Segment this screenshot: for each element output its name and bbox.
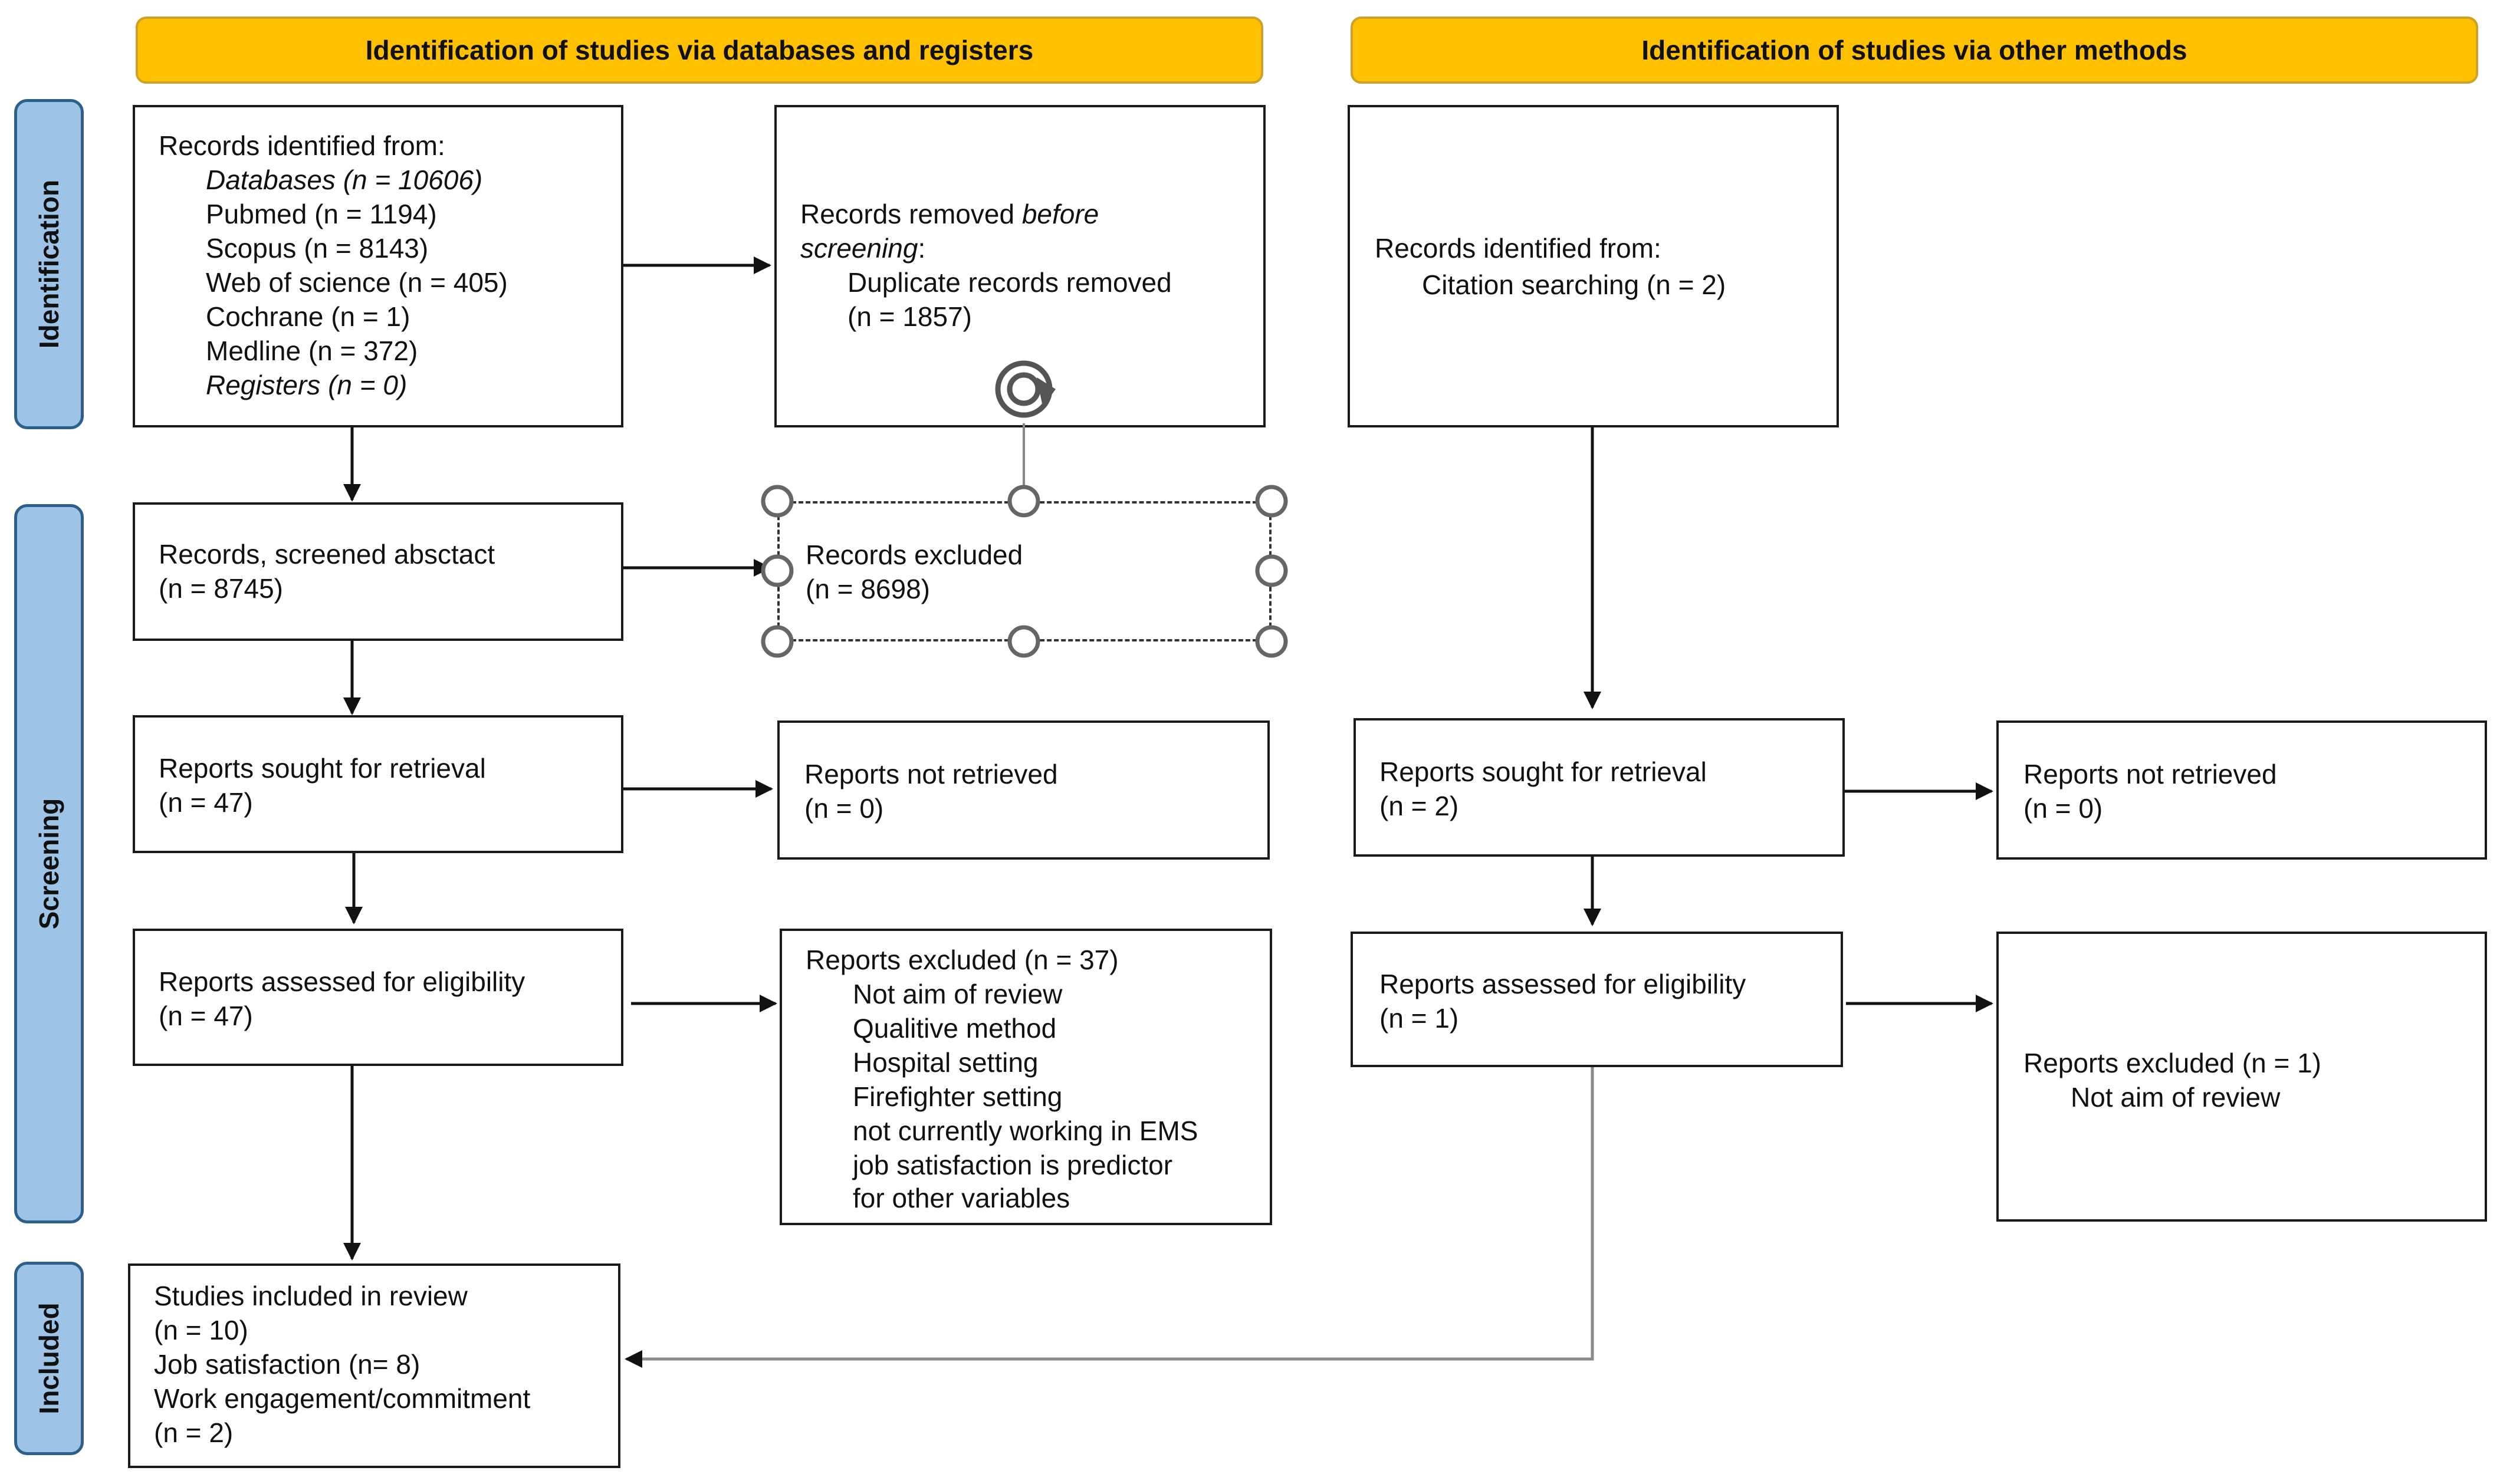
resize-handle-icon[interactable] xyxy=(1007,485,1040,518)
resize-handle-icon[interactable] xyxy=(1255,625,1288,658)
reports-not-retrieved-count: (n = 0) xyxy=(804,793,884,824)
reports-excluded-box: Reports excluded (n = 37) Not aim of rev… xyxy=(780,929,1272,1225)
records-excluded-label: Records excluded xyxy=(806,539,1023,570)
databases-count: Databases (n = 10606) xyxy=(206,164,483,195)
other-records-title: Records identified from: xyxy=(1375,233,1661,264)
phase-included: Included xyxy=(14,1262,84,1455)
phase-screening: Screening xyxy=(14,504,84,1223)
removed-title-part-c: screening xyxy=(800,233,918,264)
other-reports-not-retrieved-box: Reports not retrieved (n = 0) xyxy=(1996,720,2487,860)
exclusion-reason: Hospital setting xyxy=(853,1047,1039,1078)
exclusion-reason: Not aim of review xyxy=(853,979,1063,1009)
exclusion-reason: job satisfaction is predictor xyxy=(853,1150,1173,1180)
records-screened-count: (n = 8745) xyxy=(159,573,283,604)
included-line: (n = 2) xyxy=(154,1417,234,1448)
records-screened-box: Records, screened absctact (n = 8745) xyxy=(133,502,623,641)
included-line: Work engagement/commitment xyxy=(154,1383,531,1414)
header-other-methods: Identification of studies via other meth… xyxy=(1351,17,2478,84)
resize-handle-icon[interactable] xyxy=(761,485,794,518)
included-line: Job satisfaction (n= 8) xyxy=(154,1349,421,1380)
cochrane-count: Cochrane (n = 1) xyxy=(206,301,410,332)
exclusion-reason: Firefighter setting xyxy=(853,1081,1063,1112)
resize-handle-icon[interactable] xyxy=(1255,485,1288,518)
other-reports-sought-count: (n = 2) xyxy=(1379,791,1459,821)
reports-sought-count: (n = 47) xyxy=(159,787,253,818)
duplicates-removed-count: (n = 1857) xyxy=(847,301,972,332)
records-removed-title-2: screening: xyxy=(800,231,925,265)
duplicates-removed-label: Duplicate records removed xyxy=(847,267,1172,298)
header-other-label: Identification of studies via other meth… xyxy=(1641,35,2187,65)
medline-count: Medline (n = 372) xyxy=(206,335,418,366)
reports-assessed-box: Reports assessed for eligibility (n = 47… xyxy=(133,929,623,1066)
resize-handle-icon[interactable] xyxy=(1007,625,1040,658)
other-exclusion-reason: Not aim of review xyxy=(2071,1082,2281,1113)
header-databases-label: Identification of studies via databases … xyxy=(365,35,1034,65)
included-line: (n = 10) xyxy=(154,1315,248,1345)
other-reports-sought-box: Reports sought for retrieval (n = 2) xyxy=(1354,718,1845,857)
reports-sought-label: Reports sought for retrieval xyxy=(159,753,486,784)
removed-title-part-b: before xyxy=(1021,199,1099,229)
wos-count: Web of science (n = 405) xyxy=(206,267,508,298)
other-reports-excluded-title: Reports excluded (n = 1) xyxy=(2023,1048,2321,1078)
exclusion-reason: Qualitive method xyxy=(853,1013,1057,1044)
header-databases: Identification of studies via databases … xyxy=(136,17,1263,84)
records-excluded-count: (n = 8698) xyxy=(806,574,930,604)
other-reports-assessed-label: Reports assessed for eligibility xyxy=(1379,969,1746,999)
resize-handle-icon[interactable] xyxy=(1255,554,1288,587)
resize-handle-icon[interactable] xyxy=(761,554,794,587)
other-reports-assessed-count: (n = 1) xyxy=(1379,1003,1459,1034)
rotate-icon[interactable] xyxy=(995,360,1056,418)
removed-title-part-a: Records removed xyxy=(800,199,1022,229)
other-reports-sought-label: Reports sought for retrieval xyxy=(1379,756,1707,787)
records-identified-box: Records identified from: Databases (n = … xyxy=(133,105,623,427)
reports-not-retrieved-label: Reports not retrieved xyxy=(804,759,1058,789)
records-screened-label: Records, screened absctact xyxy=(159,539,495,570)
reports-excluded-title: Reports excluded (n = 37) xyxy=(806,945,1119,975)
removed-title-part-d: : xyxy=(918,233,926,264)
scopus-count: Scopus (n = 8143) xyxy=(206,233,429,264)
other-reports-excluded-box: Reports excluded (n = 1) Not aim of revi… xyxy=(1996,932,2487,1222)
records-removed-title: Records removed before xyxy=(800,197,1099,231)
citation-searching-count: Citation searching (n = 2) xyxy=(1422,269,1726,300)
other-not-retrieved-label: Reports not retrieved xyxy=(2023,759,2277,789)
included-line: Studies included in review xyxy=(154,1281,468,1311)
other-reports-assessed-box: Reports assessed for eligibility (n = 1) xyxy=(1351,932,1843,1067)
reports-assessed-label: Reports assessed for eligibility xyxy=(159,966,525,997)
registers-count: Registers (n = 0) xyxy=(206,370,408,400)
pubmed-count: Pubmed (n = 1194) xyxy=(206,199,437,229)
other-not-retrieved-count: (n = 0) xyxy=(2023,793,2103,824)
exclusion-reason: for other variables xyxy=(853,1183,1070,1213)
phase-identification: Identification xyxy=(14,99,84,429)
exclusion-reason: not currently working in EMS xyxy=(853,1116,1198,1146)
records-identified-title: Records identified from: xyxy=(159,130,445,161)
other-records-identified-box: Records identified from: Citation search… xyxy=(1348,105,1839,427)
reports-assessed-count: (n = 47) xyxy=(159,1001,253,1031)
records-removed-box: Records removed before screening: Duplic… xyxy=(774,105,1266,427)
reports-sought-box: Reports sought for retrieval (n = 47) xyxy=(133,715,623,853)
resize-handle-icon[interactable] xyxy=(761,625,794,658)
reports-not-retrieved-box: Reports not retrieved (n = 0) xyxy=(777,720,1270,860)
studies-included-box: Studies included in review (n = 10) Job … xyxy=(128,1263,620,1468)
